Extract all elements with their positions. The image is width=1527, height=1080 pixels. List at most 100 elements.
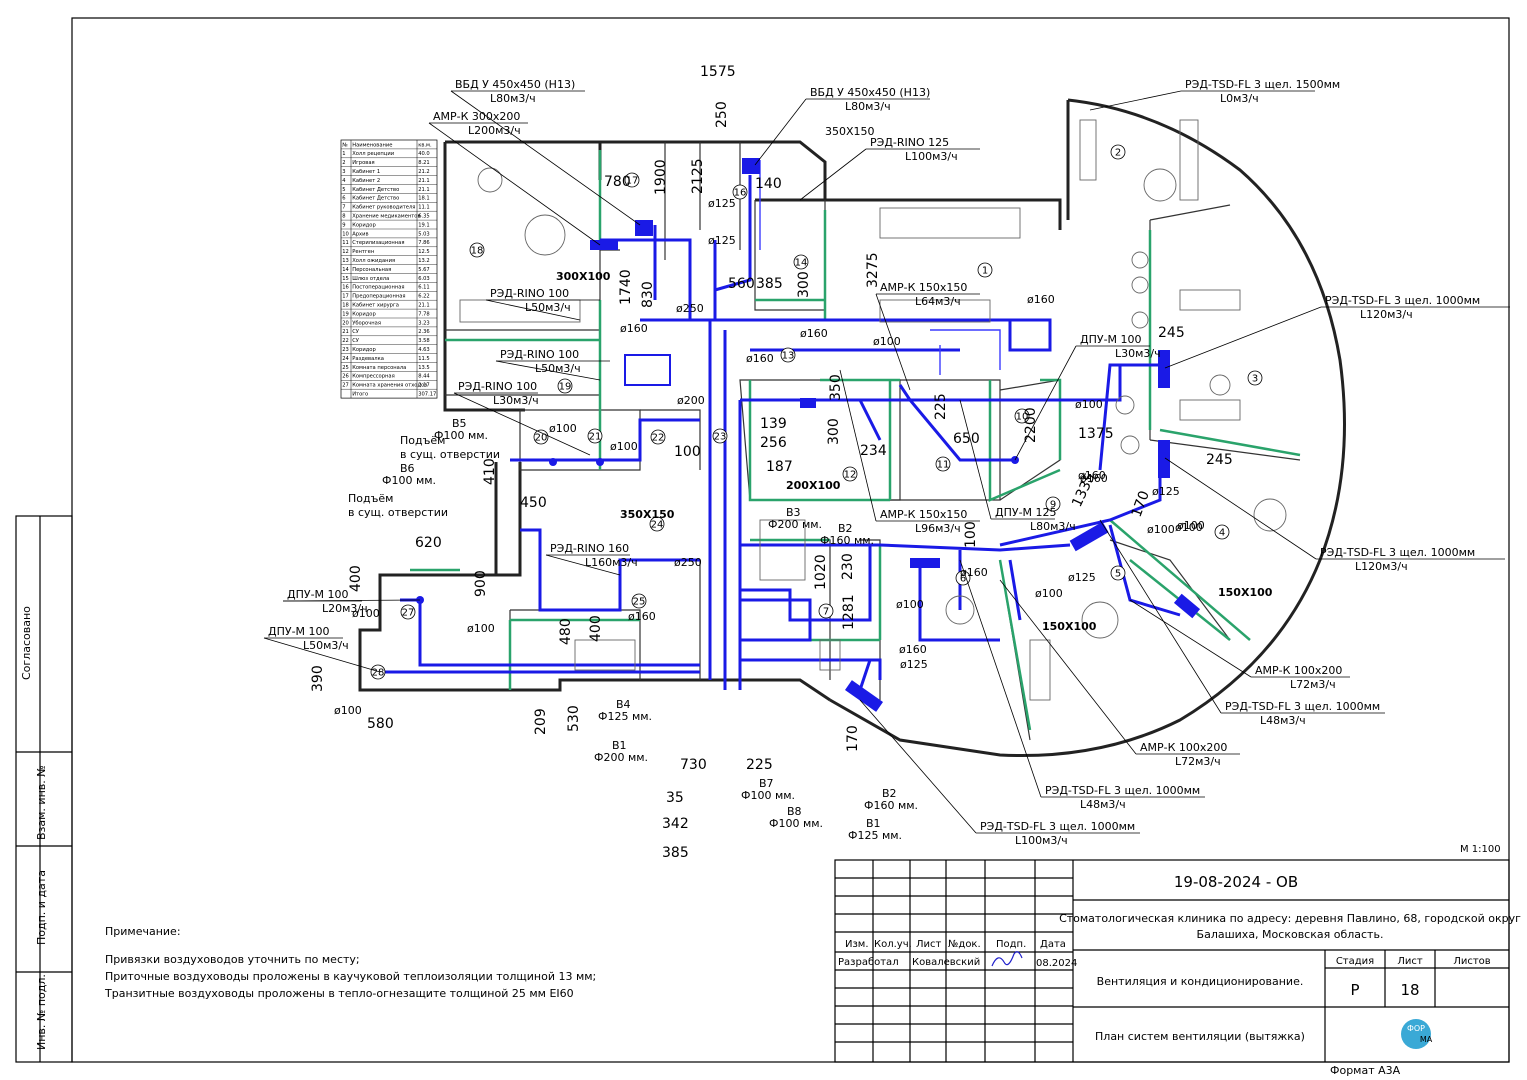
room-table-cell: Кабинет 2 <box>352 178 380 184</box>
duct-size: 150Х100 <box>1218 586 1273 599</box>
duct-size: ø250 <box>676 302 704 315</box>
dimension: 1281 <box>841 594 857 630</box>
room-table-cell: 27 <box>342 383 349 389</box>
dimension: 830 <box>640 281 656 308</box>
label-line1: РЭД-RINO 125 <box>870 136 949 149</box>
svg-text:ФОР: ФОР <box>1407 1024 1425 1033</box>
room-table-cell: 4.63 <box>418 347 430 353</box>
label-l6: 350Х150 <box>825 125 875 138</box>
room-table-cell: 18.1 <box>418 196 430 202</box>
room-table-cell: 5.03 <box>418 231 430 237</box>
dimension: 400 <box>348 565 364 592</box>
dimension: 780 <box>604 174 631 190</box>
title-block: Изм. Кол.уч. Лист №док. Подп. Дата Разра… <box>834 859 1521 1077</box>
label-line1: РЭД-TSD-FL 3 щел. 1000мм <box>1045 784 1200 797</box>
riser-name: В5 <box>452 417 467 430</box>
room-table-cell: Кабинет Детство <box>352 196 399 202</box>
duct-size: ø125 <box>900 658 928 671</box>
dimension: 225 <box>933 393 949 420</box>
dimension: 650 <box>953 431 980 447</box>
duct-size: ø100 <box>1177 519 1205 532</box>
slot-diffuser-4 <box>1158 440 1170 478</box>
duct-size: ø200 <box>677 394 705 407</box>
label-line1: РЭД-RINO 100 <box>490 287 569 300</box>
room-table-cell: 14 <box>342 267 349 273</box>
room-table-cell: Хранение медикаментов <box>352 214 420 220</box>
room-table-cell: 21.1 <box>418 187 430 193</box>
room-table-cell: 11.5 <box>418 356 430 362</box>
room-number: 7 <box>823 607 829 618</box>
room-table-cell: СУ <box>352 329 360 335</box>
room-table-cell: 6.22 <box>418 294 430 300</box>
dimension: 900 <box>473 570 489 597</box>
room-number: 4 <box>1219 528 1225 539</box>
label-line1: АМР-К 150х150 <box>880 281 967 294</box>
dimension: 560 <box>728 276 755 292</box>
dimension: 1575 <box>700 64 736 80</box>
room-table-cell: 7.78 <box>418 311 430 317</box>
room-table-cell: 10 <box>342 231 349 237</box>
riser-size: Ф160 мм. <box>864 799 918 812</box>
room-number: 28 <box>372 668 385 679</box>
duct-size: ø160 <box>1080 472 1108 485</box>
label-line1: РЭД-TSD-FL 3 щел. 1000мм <box>1225 700 1380 713</box>
room-table-cell: СУ <box>352 338 360 344</box>
room-table-cell: 15 <box>342 276 349 282</box>
dimension: 225 <box>746 757 773 773</box>
dimension: 730 <box>680 757 707 773</box>
label-line2: L100м3/ч <box>1015 834 1068 847</box>
duct-size: 150Х100 <box>1042 620 1097 633</box>
room-table-cell: Итого <box>352 392 368 398</box>
col-date: Дата <box>1040 939 1066 950</box>
room-table-cell: Рентген <box>352 249 374 255</box>
label-line2: L64м3/ч <box>915 295 961 308</box>
dimension: 139 <box>760 416 787 432</box>
label-line1: АМР-К 300х200 <box>433 110 520 123</box>
label-line1: АМР-К 100х200 <box>1255 664 1342 677</box>
room-number: 22 <box>652 433 665 444</box>
room-table-cell: Коридор <box>352 311 376 317</box>
room-number: 14 <box>795 258 808 269</box>
room-table-cell: 8.21 <box>418 160 430 166</box>
dimension: 620 <box>415 535 442 551</box>
room-table-cell: Холл ожидания <box>352 258 395 264</box>
dimension: 140 <box>755 176 782 192</box>
label-line1: РЭД-TSD-FL 3 щел. 1000мм <box>1325 294 1480 307</box>
room-table-cell: кв.м. <box>418 142 432 148</box>
dimension: 230 <box>840 553 856 580</box>
duct-size: 300Х100 <box>556 270 611 283</box>
label-line1: 350Х150 <box>825 125 875 138</box>
duct-size: ø160 <box>1027 293 1055 306</box>
doc-code: 19-08-2024 - ОВ <box>1174 873 1298 891</box>
room-table-cell: Комната хранения отходов <box>352 383 427 389</box>
dimension: 342 <box>662 816 689 832</box>
slot-diffuser-6 <box>1069 521 1109 552</box>
duct-size: ø100 <box>1175 521 1203 534</box>
label-line1: ДПУ-М 125 <box>995 506 1057 519</box>
room-table-cell: 6.11 <box>418 285 430 291</box>
vbd-grille-left <box>635 220 653 236</box>
room-table-cell: 21.1 <box>418 303 430 309</box>
room-table-cell: Предоперационная <box>352 294 405 300</box>
riser-size: Ф160 мм. <box>820 534 874 547</box>
riser-name: В3 <box>786 506 801 519</box>
room-number: 19 <box>559 382 572 393</box>
dimension: 385 <box>662 845 689 861</box>
riser-name: В1 <box>612 739 627 752</box>
signature <box>991 951 1023 967</box>
riser-note2: в сущ. отверстии <box>400 448 500 461</box>
room-table-cell: 2 <box>342 160 345 166</box>
riser-size: Ф125 мм. <box>598 710 652 723</box>
label-line2: L100м3/ч <box>905 150 958 163</box>
room-table-cell: 6.03 <box>418 276 430 282</box>
duct-size: ø160 <box>628 610 656 623</box>
